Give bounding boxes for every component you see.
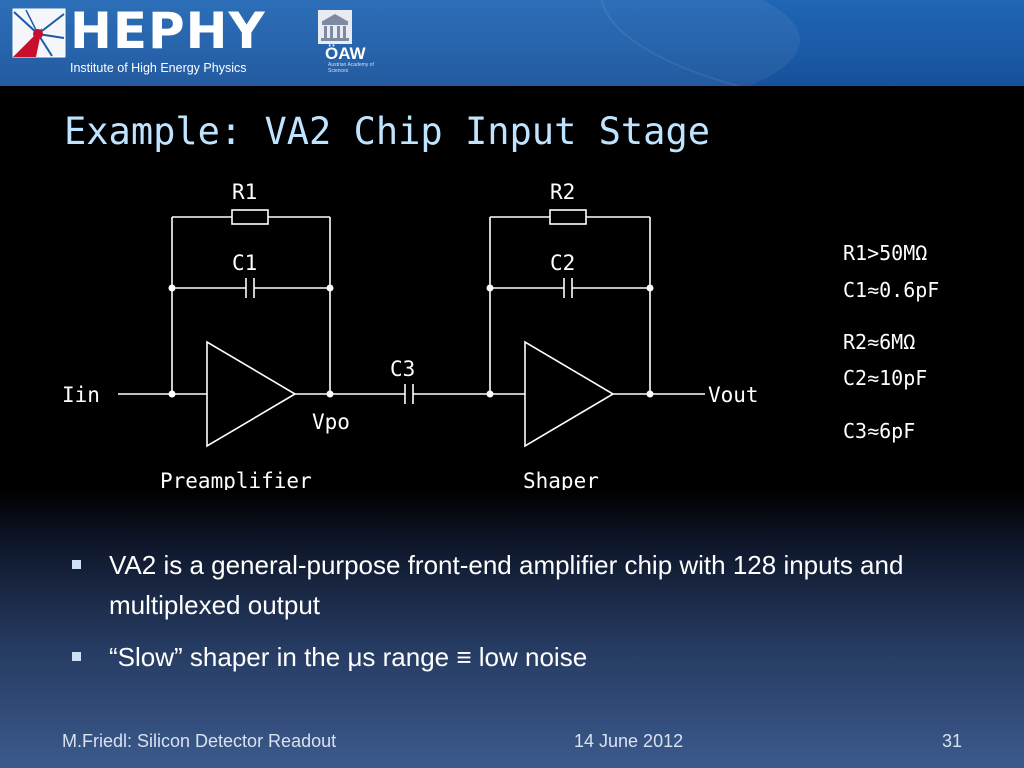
junction-node: [168, 390, 176, 398]
label-preamplifier: Preamplifier: [160, 469, 312, 493]
footer-date: 14 June 2012: [574, 731, 684, 751]
label-r1: R1: [232, 180, 257, 204]
shaper-triangle: [524, 340, 615, 448]
spec-c2: C2≈10pF: [843, 366, 927, 390]
junction-node: [646, 284, 654, 292]
junction-node: [646, 390, 654, 398]
resistor-r2: [549, 209, 587, 225]
junction-node: [168, 284, 176, 292]
label-vpo: Vpo: [312, 410, 350, 434]
bullet-text: VA2 is a general-purpose front-end ampli…: [109, 550, 904, 620]
footer-author: M.Friedl: Silicon Detector Readout: [62, 731, 337, 751]
label-shaper: Shaper: [523, 469, 599, 493]
slide-title: Example: VA2 Chip Input Stage: [64, 110, 711, 153]
bullet-marker: [72, 560, 81, 569]
spec-r1: R1>50MΩ: [843, 241, 927, 265]
junction-node: [326, 284, 334, 292]
bottom-background: [0, 490, 1024, 768]
label-r2: R2: [550, 180, 575, 204]
spec-c3: C3≈6pF: [843, 419, 915, 443]
preamplifier-triangle: [206, 340, 297, 448]
junction-node: [486, 390, 494, 398]
circuit-schematic: R1 C1 R2 C2 C3 Iin Vpo Vout Preamplifier…: [62, 180, 939, 493]
junction-node: [326, 390, 334, 398]
header-bar: HEPHY Institute of High Energy Physics Ö…: [0, 0, 1024, 86]
label-c3: C3: [390, 357, 415, 381]
resistor-r1: [231, 209, 269, 225]
bullet-text: “Slow” shaper in the μs range ≡ low nois…: [109, 642, 588, 672]
label-c1: C1: [232, 251, 257, 275]
bullet-marker: [72, 652, 81, 661]
hephy-logo-subtitle: Institute of High Energy Physics: [70, 61, 247, 75]
oaw-logo-text: ÖAW: [325, 44, 366, 63]
hephy-logo-icon: [12, 8, 66, 58]
spec-r2: R2≈6MΩ: [843, 330, 915, 354]
oaw-logo-subtitle: Austrian Academy of Sciences: [328, 62, 374, 74]
footer-page-number: 31: [942, 731, 963, 751]
hephy-logo-text: HEPHY: [70, 2, 266, 60]
label-iin: Iin: [62, 383, 100, 407]
oaw-building-icon: [318, 10, 352, 44]
spec-c1: C1≈0.6pF: [843, 278, 939, 302]
junction-node: [486, 284, 494, 292]
label-c2: C2: [550, 251, 575, 275]
label-vout: Vout: [708, 383, 759, 407]
